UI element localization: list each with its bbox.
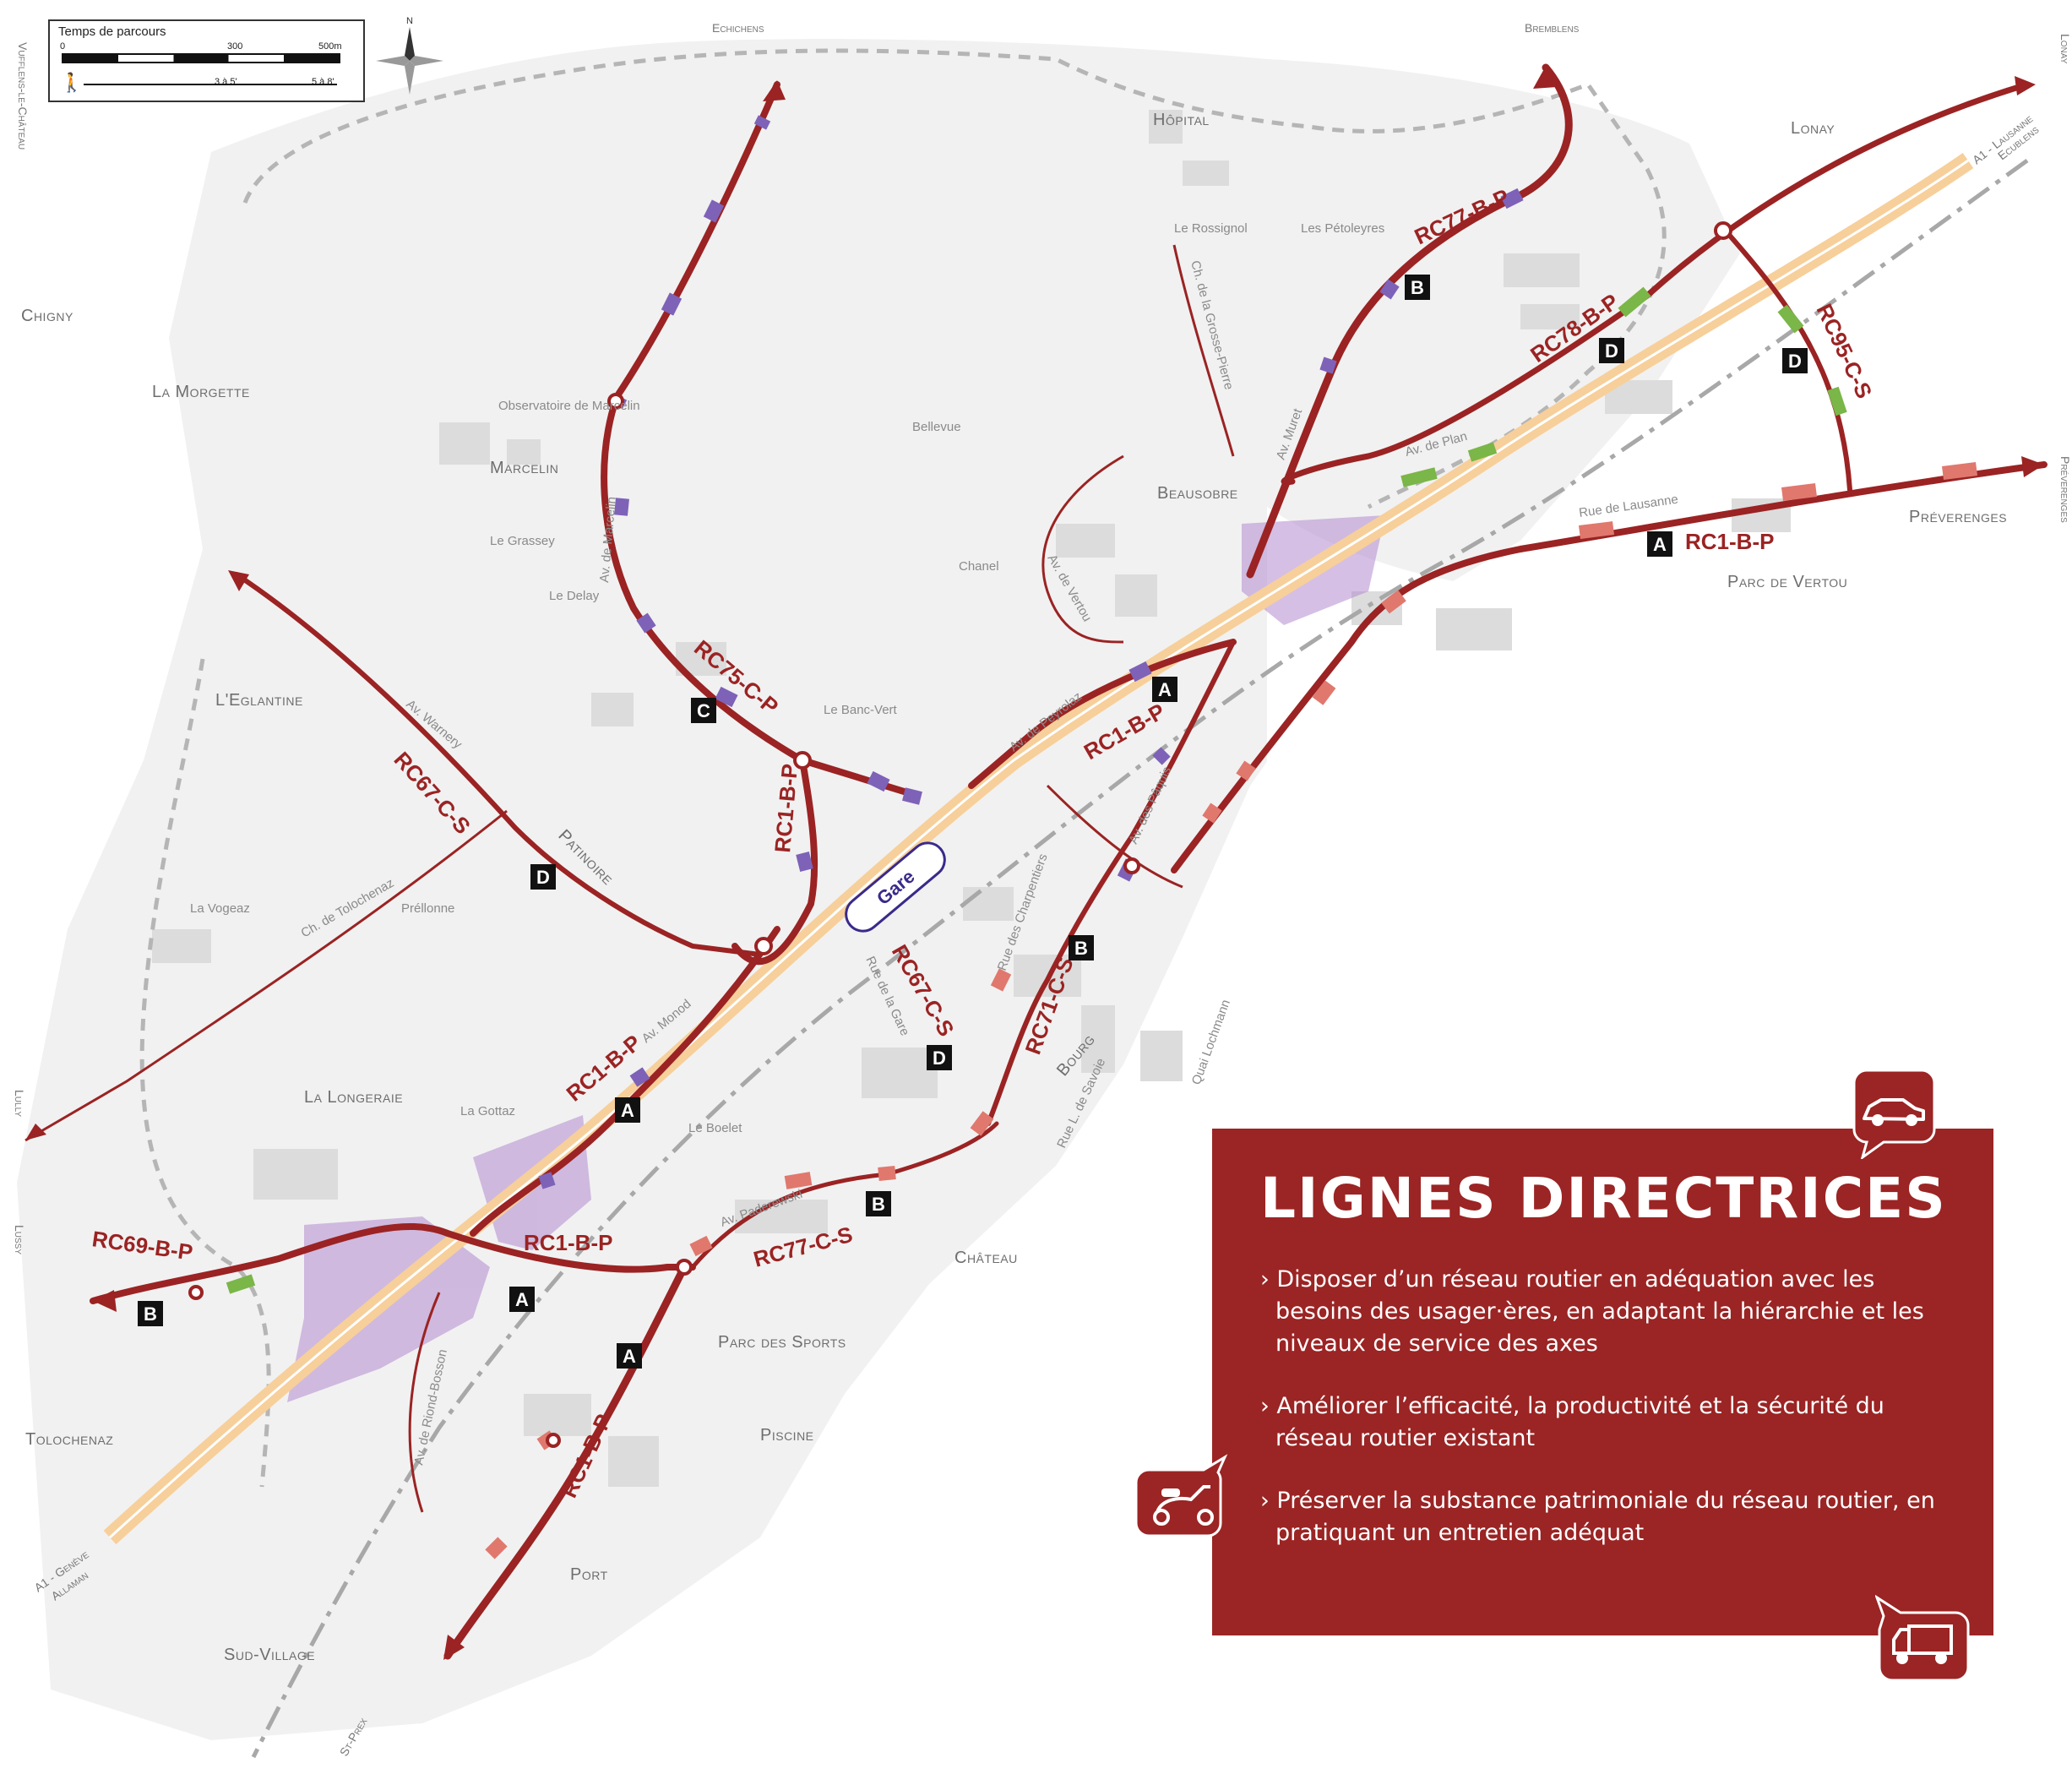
guideline-item: Disposer d’un réseau routier en adéquati… xyxy=(1260,1264,1960,1360)
scale-title: Temps de parcours xyxy=(58,24,166,39)
place-label: Beausobre xyxy=(1157,484,1238,503)
svg-text:D: D xyxy=(933,1048,946,1069)
place-label: Sud-Village xyxy=(224,1646,315,1664)
badge: D xyxy=(1782,348,1808,373)
place-label: L'Eglantine xyxy=(215,691,303,710)
svg-text:D: D xyxy=(1788,351,1802,372)
street-label: La Vogeaz xyxy=(190,901,250,916)
route-label: RC1-B-P xyxy=(1685,529,1774,554)
scale-tick: 300 xyxy=(227,41,243,52)
badge: C xyxy=(691,698,716,723)
walk-time: 5 à 8' xyxy=(312,77,334,87)
street-label: Chanel xyxy=(959,559,999,574)
street-label: Les Pétoleyres xyxy=(1301,221,1384,236)
badge: B xyxy=(866,1191,891,1216)
destination-label: Lussy xyxy=(13,1225,26,1254)
category-badges: A A A A A B B B B C D D D D xyxy=(138,275,1808,1369)
street-label: Le Boelet xyxy=(688,1121,742,1135)
badge: D xyxy=(927,1045,952,1070)
secondary-roads xyxy=(24,244,1235,1513)
street-label: Observatoire de Marcelin xyxy=(498,399,640,413)
svg-text:A: A xyxy=(621,1100,634,1121)
badge: B xyxy=(138,1301,163,1326)
badge: A xyxy=(509,1287,535,1312)
place-label: Tolochenaz xyxy=(25,1430,113,1449)
place-label: Piscine xyxy=(760,1426,814,1445)
guidelines-title: LIGNES DIRECTRICES xyxy=(1260,1166,1947,1231)
destination-label: Lonay xyxy=(2058,34,2072,64)
street-label: Le Rossignol xyxy=(1174,221,1248,236)
street-label: La Gottaz xyxy=(460,1104,515,1118)
guidelines-list: Disposer d’un réseau routier en adéquati… xyxy=(1260,1264,1960,1549)
badge: D xyxy=(1599,338,1624,363)
walk-time: 3 à 5' xyxy=(215,77,237,87)
street-label: Le Grassey xyxy=(490,534,555,548)
destination-label: Lully xyxy=(13,1090,26,1117)
place-labels: Chigny La Morgette Marcelin L'Eglantine … xyxy=(21,111,2007,1664)
route-label: RC1-B-P xyxy=(524,1230,612,1255)
guideline-item: Améliorer l’efficacité, la productivité … xyxy=(1260,1390,1960,1455)
walk-arrow xyxy=(84,84,337,85)
route-label: RC95-C-S xyxy=(1812,300,1878,402)
badge: B xyxy=(1405,275,1430,300)
badge: B xyxy=(1069,935,1094,960)
svg-text:B: B xyxy=(144,1303,157,1325)
scale-tick: 0 xyxy=(60,41,66,52)
svg-text:N: N xyxy=(406,16,413,26)
street-label: Le Delay xyxy=(549,589,600,603)
destination-label: Bremblens xyxy=(1525,21,1580,35)
badge: D xyxy=(530,864,556,890)
destination-label: Vufflens-le-Château xyxy=(16,42,30,150)
badge: A xyxy=(1647,531,1672,557)
svg-text:B: B xyxy=(872,1194,885,1215)
svg-text:A: A xyxy=(1653,534,1667,555)
svg-text:A: A xyxy=(623,1346,636,1367)
place-label: Château xyxy=(954,1249,1018,1267)
roundabouts xyxy=(188,221,1732,1448)
place-label: Lonay xyxy=(1791,119,1835,138)
place-label: Parc des Sports xyxy=(718,1333,846,1352)
scale-tick: 500m xyxy=(318,41,342,52)
svg-text:D: D xyxy=(1605,340,1618,362)
scale-bar xyxy=(62,53,340,63)
scooter-icon xyxy=(1134,1453,1233,1550)
place-label: La Longeraie xyxy=(304,1088,403,1107)
place-label: La Morgette xyxy=(152,383,250,401)
car-icon xyxy=(1846,1066,1939,1161)
guidelines-panel: LIGNES DIRECTRICES Disposer d’un réseau … xyxy=(1212,1129,1993,1635)
street-label: Le Banc-Vert xyxy=(824,703,898,717)
badge: A xyxy=(615,1097,640,1123)
place-label: Marcelin xyxy=(490,459,558,477)
svg-text:C: C xyxy=(697,700,710,721)
street-label: Rue de Lausanne xyxy=(1578,492,1679,520)
guideline-item: Préserver la substance patrimoniale du r… xyxy=(1260,1485,1960,1549)
badge: A xyxy=(617,1343,642,1369)
section-markers-green xyxy=(226,286,1847,1294)
destination-label: Préverenges xyxy=(2058,456,2072,523)
truck-icon xyxy=(1874,1592,1972,1690)
place-label: Port xyxy=(570,1565,608,1584)
street-label: Préllonne xyxy=(401,901,454,916)
place-label: Parc de Vertou xyxy=(1727,573,1847,591)
svg-text:A: A xyxy=(515,1289,529,1310)
place-label: Préverenges xyxy=(1909,508,2007,526)
scale-legend: Temps de parcours 0 300 500m 🚶 3 à 5' 5 … xyxy=(48,19,365,102)
place-label: Hôpital xyxy=(1153,111,1210,129)
svg-text:B: B xyxy=(1411,277,1424,298)
svg-text:A: A xyxy=(1158,679,1172,700)
destination-label: Echichens xyxy=(712,21,764,35)
place-label: Chigny xyxy=(21,307,73,325)
svg-text:B: B xyxy=(1074,938,1088,959)
compass-icon: N xyxy=(376,16,443,95)
svg-text:D: D xyxy=(536,867,550,888)
route-arrows xyxy=(25,66,2044,1660)
badge: A xyxy=(1152,677,1177,702)
walker-icon: 🚶 xyxy=(60,72,84,93)
street-label: Bellevue xyxy=(912,420,961,434)
